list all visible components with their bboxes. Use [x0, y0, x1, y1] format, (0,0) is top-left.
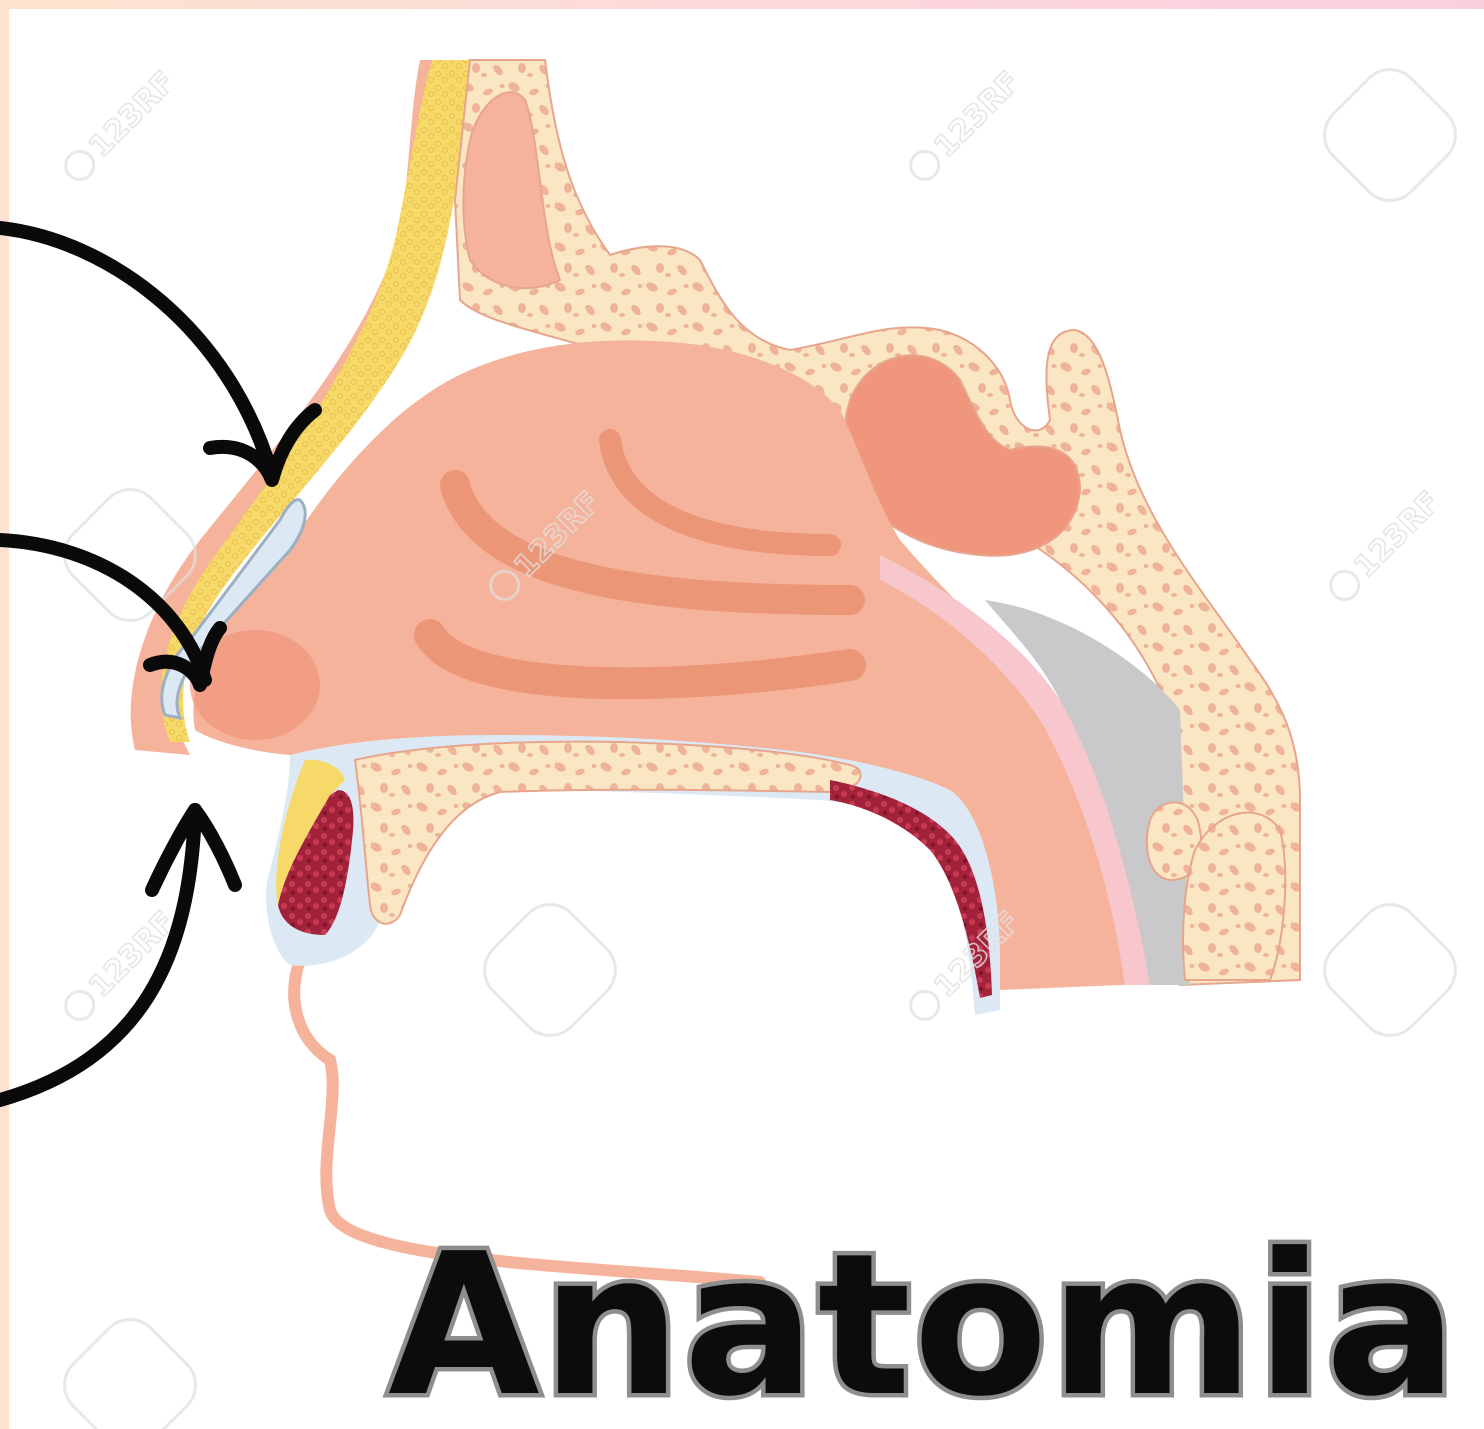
svg-text:123RF: 123RF	[927, 65, 1027, 165]
page-title: Anatomia do	[388, 1228, 1484, 1424]
palatine-bone	[355, 742, 861, 924]
svg-text:123RF: 123RF	[1347, 485, 1447, 585]
svg-text:123RF: 123RF	[82, 65, 182, 165]
arrow-top	[0, 228, 272, 475]
